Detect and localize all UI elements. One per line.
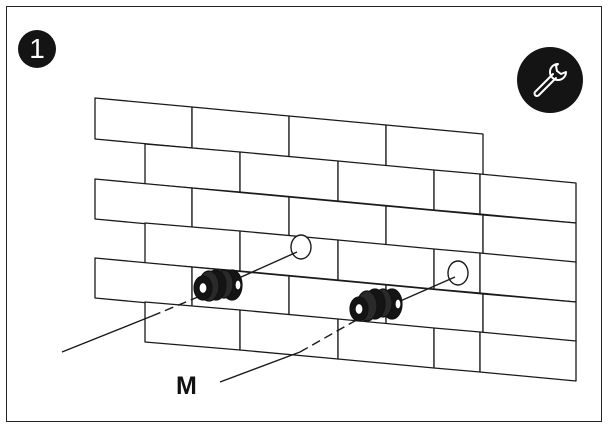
callout-label: M	[176, 372, 198, 400]
guide-line-right-solid	[219, 351, 301, 383]
step-number: 1	[29, 33, 45, 64]
brick-row-1	[94, 97, 484, 176]
guide-line-left-solid	[61, 315, 153, 353]
drill-hole-left	[290, 234, 312, 260]
tool-badge	[517, 47, 583, 113]
guide-line-left-dashed	[151, 291, 211, 317]
diagram-frame	[6, 6, 602, 422]
step-number-badge: 1	[18, 30, 56, 68]
wrench-icon	[533, 63, 567, 97]
wall-plug-right	[349, 288, 403, 322]
brick-row-6	[144, 301, 577, 382]
guide-line-left-to-hole	[229, 251, 298, 283]
brick-row-4	[144, 222, 577, 303]
drill-hole-right	[447, 260, 469, 286]
brick-row-3	[94, 178, 577, 264]
wall-plug-left	[193, 269, 243, 302]
guide-line-right-to-hole	[397, 276, 456, 303]
guide-line-right-dashed	[299, 317, 361, 353]
brick-row-2	[144, 143, 577, 224]
